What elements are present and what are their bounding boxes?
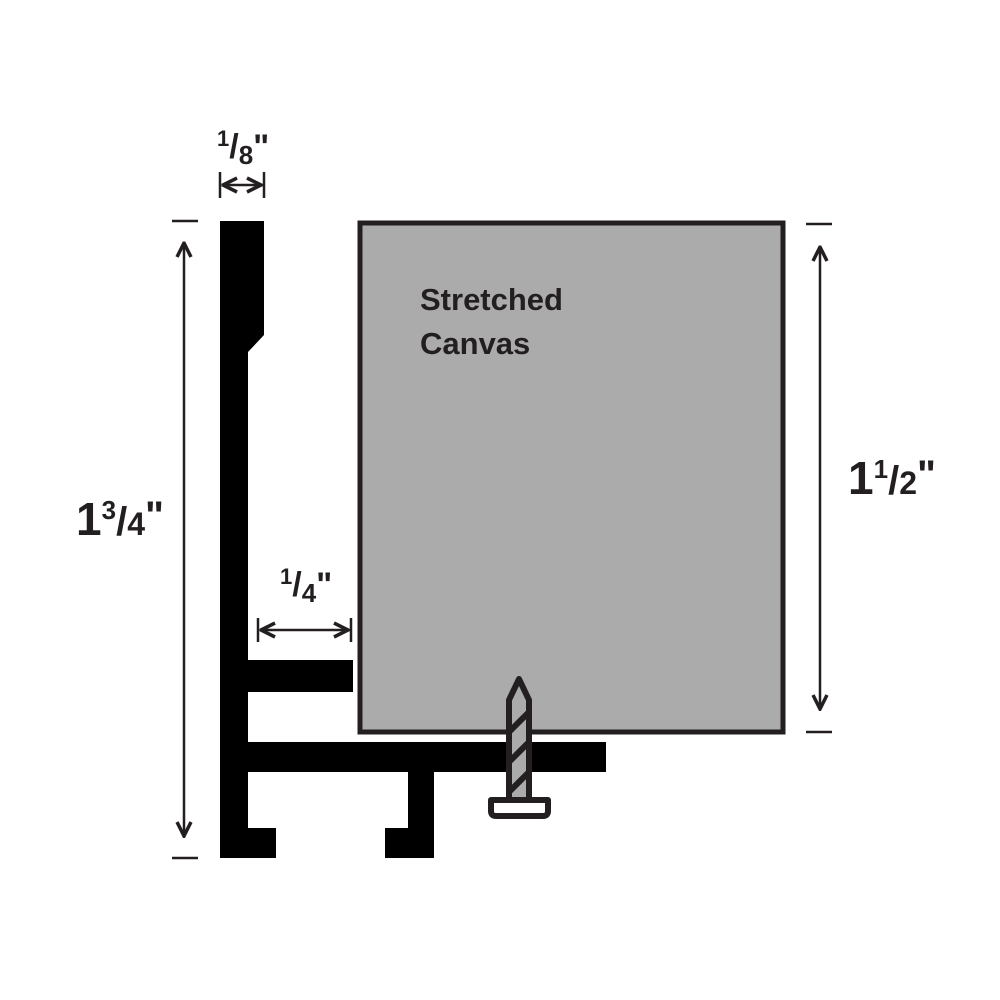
screw-icon [488,676,551,819]
canvas-label-line1: Stretched [420,282,563,317]
frame-thickness-label: 1/8" [217,126,269,170]
canvas-gap-label: 1/4" [280,564,332,608]
frame-thickness-dimension: 1/8" [217,126,269,198]
frame-profile [220,221,606,858]
canvas-gap-dimension: 1/4" [256,564,353,642]
canvas-depth-dimension: 11/2" [806,222,936,734]
frame-height-dimension: 13/4" [76,219,198,860]
canvas-depth-label: 11/2" [848,452,936,504]
frame-height-label: 13/4" [76,493,164,545]
canvas-label-line2: Canvas [420,326,530,361]
stretched-canvas [357,220,786,735]
canvas-label: Stretched Canvas [420,282,572,361]
